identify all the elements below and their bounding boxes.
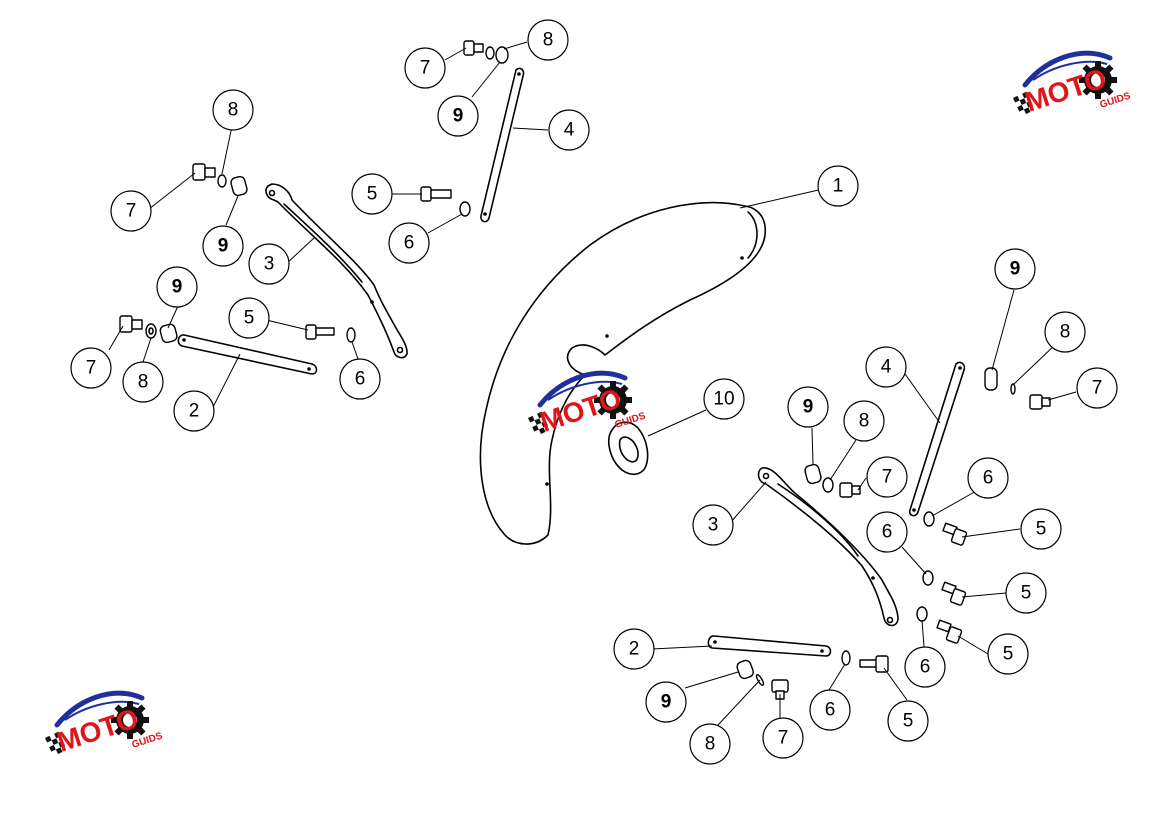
callout-part-9: 9 — [437, 95, 479, 137]
left-bracket-3 — [265, 183, 408, 359]
svg-text:5: 5 — [1021, 583, 1032, 604]
callout-part-1: 1 — [817, 165, 859, 207]
callout-part-5: 5 — [1020, 508, 1062, 550]
clip-part — [608, 421, 649, 476]
svg-text:8: 8 — [228, 100, 239, 121]
callout-part-5: 5 — [351, 173, 393, 215]
callout-part-8: 8 — [843, 400, 885, 442]
svg-text:7: 7 — [1092, 378, 1103, 399]
callouts: 1 2 2 3 3 4 4 5 5 5 5 5 5 6 6 6 6 6 6 7 … — [70, 19, 1118, 765]
svg-text:2: 2 — [629, 639, 640, 660]
svg-text:4: 4 — [881, 357, 892, 378]
callout-part-7: 7 — [110, 190, 152, 232]
svg-text:MOTO: MOTO — [1021, 62, 1110, 117]
moto-guids-logo: MOTO GUIDS — [1013, 53, 1132, 117]
callout-part-4: 4 — [865, 346, 907, 388]
callout-part-5: 5 — [1005, 572, 1047, 614]
callout-part-2: 2 — [613, 628, 655, 670]
callout-part-7: 7 — [1076, 367, 1118, 409]
svg-text:1: 1 — [833, 176, 844, 197]
svg-text:9: 9 — [1010, 259, 1021, 280]
svg-text:7: 7 — [86, 358, 97, 379]
left-bar-2 — [177, 334, 318, 375]
callout-part-9: 9 — [202, 225, 244, 267]
svg-text:7: 7 — [882, 467, 893, 488]
svg-text:4: 4 — [564, 120, 575, 141]
callout-part-7: 7 — [70, 347, 112, 389]
callout-part-5: 5 — [887, 700, 929, 742]
svg-text:5: 5 — [1036, 519, 1047, 540]
svg-text:3: 3 — [708, 515, 719, 536]
svg-text:8: 8 — [705, 734, 716, 755]
svg-text:6: 6 — [355, 369, 366, 390]
callout-part-7: 7 — [404, 47, 446, 89]
moto-guids-logo: MOTO GUIDS — [528, 373, 647, 437]
moto-guids-logo: MOTO GUIDS — [45, 693, 164, 757]
callout-part-9: 9 — [787, 386, 829, 428]
callout-part-6: 6 — [809, 689, 851, 731]
svg-text:MOTO: MOTO — [53, 702, 142, 757]
callout-part-7: 7 — [762, 717, 804, 759]
svg-text:8: 8 — [543, 30, 554, 51]
svg-text:5: 5 — [367, 184, 378, 205]
svg-text:9: 9 — [218, 236, 229, 257]
svg-text:7: 7 — [420, 58, 431, 79]
svg-text:9: 9 — [803, 397, 814, 418]
svg-text:9: 9 — [172, 277, 183, 298]
right-hardware — [707, 511, 968, 700]
callout-part-8: 8 — [527, 19, 569, 61]
callout-part-9: 9 — [156, 266, 198, 308]
callout-part-5: 5 — [987, 633, 1029, 675]
callout-part-6: 6 — [967, 457, 1009, 499]
callout-part-3: 3 — [248, 243, 290, 285]
svg-text:5: 5 — [244, 308, 255, 329]
svg-text:5: 5 — [1003, 644, 1014, 665]
callout-part-9: 9 — [994, 248, 1036, 290]
callout-part-6: 6 — [904, 646, 946, 688]
callout-part-8: 8 — [689, 723, 731, 765]
callout-part-5: 5 — [228, 297, 270, 339]
top-stay-4 — [420, 40, 525, 223]
svg-text:7: 7 — [778, 728, 789, 749]
svg-text:9: 9 — [661, 692, 672, 713]
callout-part-6: 6 — [866, 511, 908, 553]
callout-part-6: 6 — [388, 222, 430, 264]
svg-text:6: 6 — [825, 700, 836, 721]
callout-part-10: 10 — [703, 378, 745, 420]
left-hardware — [119, 163, 356, 344]
svg-text:10: 10 — [713, 389, 734, 410]
svg-text:6: 6 — [404, 233, 415, 254]
svg-text:9: 9 — [453, 106, 464, 127]
callout-part-2: 2 — [173, 390, 215, 432]
svg-text:8: 8 — [1060, 322, 1071, 343]
callout-part-8: 8 — [1044, 311, 1086, 353]
callout-part-3: 3 — [692, 504, 734, 546]
svg-text:8: 8 — [138, 372, 149, 393]
svg-text:6: 6 — [983, 468, 994, 489]
callout-part-4: 4 — [548, 109, 590, 151]
callout-part-8: 8 — [212, 89, 254, 131]
svg-text:7: 7 — [126, 201, 137, 222]
svg-text:2: 2 — [189, 401, 200, 422]
svg-text:8: 8 — [859, 411, 870, 432]
fender — [479, 201, 767, 545]
callout-part-7: 7 — [866, 456, 908, 498]
callout-part-8: 8 — [122, 361, 164, 403]
svg-text:5: 5 — [903, 711, 914, 732]
svg-text:6: 6 — [882, 522, 893, 543]
svg-text:3: 3 — [264, 254, 275, 275]
right-bracket-3 — [757, 463, 899, 627]
svg-text:6: 6 — [920, 657, 931, 678]
right-stay-4 — [908, 361, 1051, 517]
callout-part-9: 9 — [645, 681, 687, 723]
callout-part-6: 6 — [339, 358, 381, 400]
